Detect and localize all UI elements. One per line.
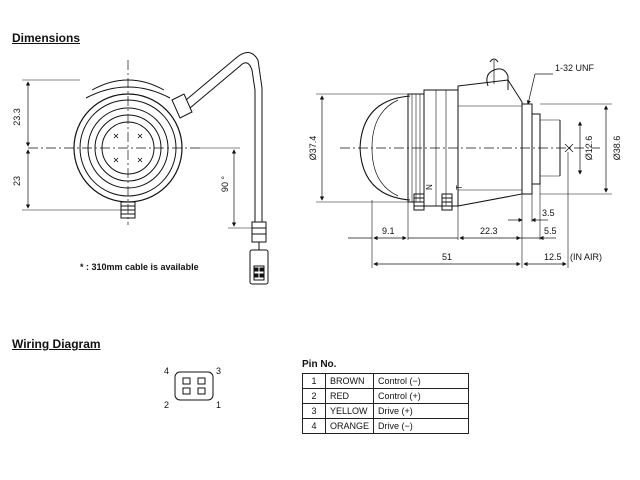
pin-function-cell: Drive (−) [373,418,470,434]
dim-90-label: 90 ° [220,176,230,193]
dim-23-3-label: 23.3 [12,108,22,126]
dia-12-6-label: Ø12.6 [584,136,594,161]
pin-num-cell: 1 [302,373,326,389]
table-row: 3 YELLOW Drive (+) [302,403,470,419]
pin-table: 1 BROWN Control (−) 2 RED Control (+) 3 … [302,373,470,434]
dim-23-label: 23 [12,176,22,186]
pin-no-title: Pin No. [302,359,337,370]
wiring-heading: Wiring Diagram [12,337,101,351]
dim-22-3-label: 22.3 [480,226,498,236]
pin-num-cell: 4 [302,418,326,434]
dim-51-label: 51 [442,252,452,262]
dim-3-5-label: 3.5 [542,208,555,218]
dim-12-5-label: 12.5 [544,252,562,262]
thread-label: 1-32 UNF [555,63,595,73]
cable-note: * : 310mm cable is available [80,262,199,272]
pin-1-label: 1 [216,400,221,410]
table-row: 1 BROWN Control (−) [302,373,470,389]
front-view [22,52,269,285]
pin-2-label: 2 [164,400,169,410]
wire-color-cell: BROWN [324,373,375,389]
dim-9-1-label: 9.1 [382,226,395,236]
dimensions-heading: Dimensions [12,31,81,45]
table-row: 2 RED Control (+) [302,388,470,404]
pin-num-cell: 2 [302,388,326,404]
pin-num-cell: 3 [302,403,326,419]
wire-color-cell: ORANGE [324,418,375,434]
pin-function-cell: Drive (+) [373,403,470,419]
dim-5-5-label: 5.5 [544,226,557,236]
pin-3-label: 3 [216,366,221,376]
wire-color-cell: RED [324,388,375,404]
connector-pinout [174,371,214,401]
dia-37-4-label: Ø37.4 [308,136,318,161]
side-view [316,58,612,268]
t-label: T [455,185,464,190]
table-row: 4 ORANGE Drive (−) [302,418,470,434]
wire-color-cell: YELLOW [324,403,375,419]
pin-4-label: 4 [164,366,169,376]
pin-function-cell: Control (+) [373,388,470,404]
pin-function-cell: Control (−) [373,373,470,389]
dia-38-6-label: Ø38.6 [612,136,622,161]
in-air-label: (IN AIR) [570,252,602,262]
n-label: N [425,184,434,190]
